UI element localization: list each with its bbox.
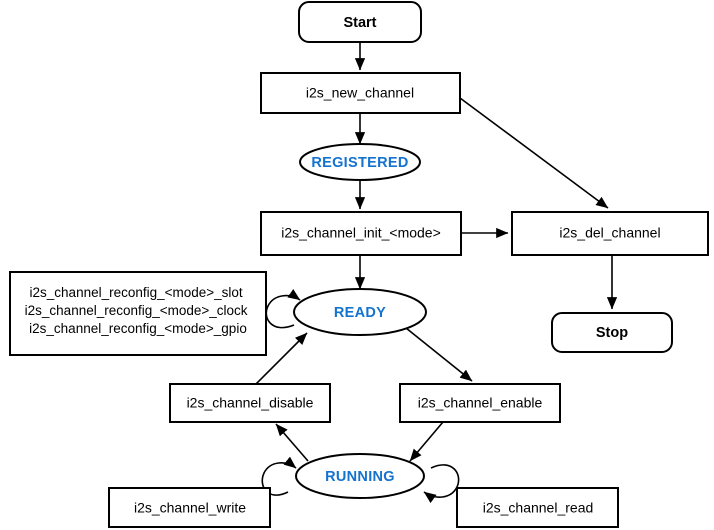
channel-read-label: i2s_channel_read — [483, 500, 594, 516]
running-ellipse[interactable] — [295, 453, 425, 499]
reconfig-line-slot: i2s_channel_reconfig_<mode>_slot — [30, 285, 243, 300]
new-channel-label: i2s_new_channel — [306, 85, 414, 101]
stop-box[interactable] — [551, 312, 673, 353]
node-registered[interactable]: REGISTERED — [299, 143, 421, 181]
edge-new-channel-to-del-channel — [459, 97, 609, 209]
channel-disable-label: i2s_channel_disable — [187, 395, 314, 411]
node-channel-enable[interactable]: i2s_channel_enable — [399, 383, 561, 423]
registered-label: REGISTERED — [311, 155, 408, 171]
node-ready[interactable]: READY — [293, 288, 427, 336]
ready-label: READY — [334, 305, 386, 321]
node-start[interactable]: Start — [298, 1, 422, 43]
edge-channel-disable-to-ready — [255, 332, 308, 385]
node-channel-write[interactable]: i2s_channel_write — [108, 487, 271, 528]
reconfig-line-clock: i2s_channel_reconfig_<mode>_clock — [25, 303, 248, 318]
registered-ellipse[interactable] — [299, 143, 421, 181]
node-channel-disable[interactable]: i2s_channel_disable — [169, 383, 331, 423]
edge-ready-to-channel-enable — [405, 327, 473, 382]
node-del-channel[interactable]: i2s_del_channel — [511, 211, 709, 256]
node-channel-init[interactable]: i2s_channel_init_<mode> — [260, 211, 462, 256]
channel-disable-box[interactable] — [169, 383, 331, 423]
start-label: Start — [343, 15, 376, 31]
channel-init-box[interactable] — [260, 211, 462, 256]
channel-write-label: i2s_channel_write — [134, 500, 246, 516]
start-box[interactable] — [298, 1, 422, 43]
channel-enable-box[interactable] — [399, 383, 561, 423]
edge-running-to-channel-disable — [275, 423, 309, 462]
reconfig-box[interactable] — [9, 271, 267, 356]
new-channel-box[interactable] — [260, 72, 461, 114]
edge-running-self-loop-right — [423, 464, 460, 504]
node-channel-read[interactable]: i2s_channel_read — [456, 487, 619, 528]
stop-label: Stop — [596, 325, 628, 341]
channel-read-box[interactable] — [456, 487, 619, 528]
edge-channel-enable-to-running — [409, 421, 444, 462]
edge-running-self-loop-left — [261, 456, 297, 496]
channel-enable-label: i2s_channel_enable — [418, 395, 543, 411]
reconfig-label: i2s_channel_reconfig_<mode>_slot i2s_cha… — [25, 285, 252, 336]
channel-init-label: i2s_channel_init_<mode> — [281, 225, 441, 241]
node-new-channel[interactable]: i2s_new_channel — [260, 72, 461, 114]
ready-ellipse[interactable] — [293, 288, 427, 336]
node-running[interactable]: RUNNING — [295, 453, 425, 499]
reconfig-line-gpio: i2s_channel_reconfig_<mode>_gpio — [29, 321, 247, 336]
channel-write-box[interactable] — [108, 487, 271, 528]
del-channel-box[interactable] — [511, 211, 709, 256]
del-channel-label: i2s_del_channel — [559, 225, 660, 241]
node-stop[interactable]: Stop — [551, 312, 673, 353]
running-label: RUNNING — [325, 469, 395, 485]
node-reconfig[interactable]: i2s_channel_reconfig_<mode>_slot i2s_cha… — [9, 271, 267, 356]
edge-ready-self-loop — [265, 289, 301, 329]
